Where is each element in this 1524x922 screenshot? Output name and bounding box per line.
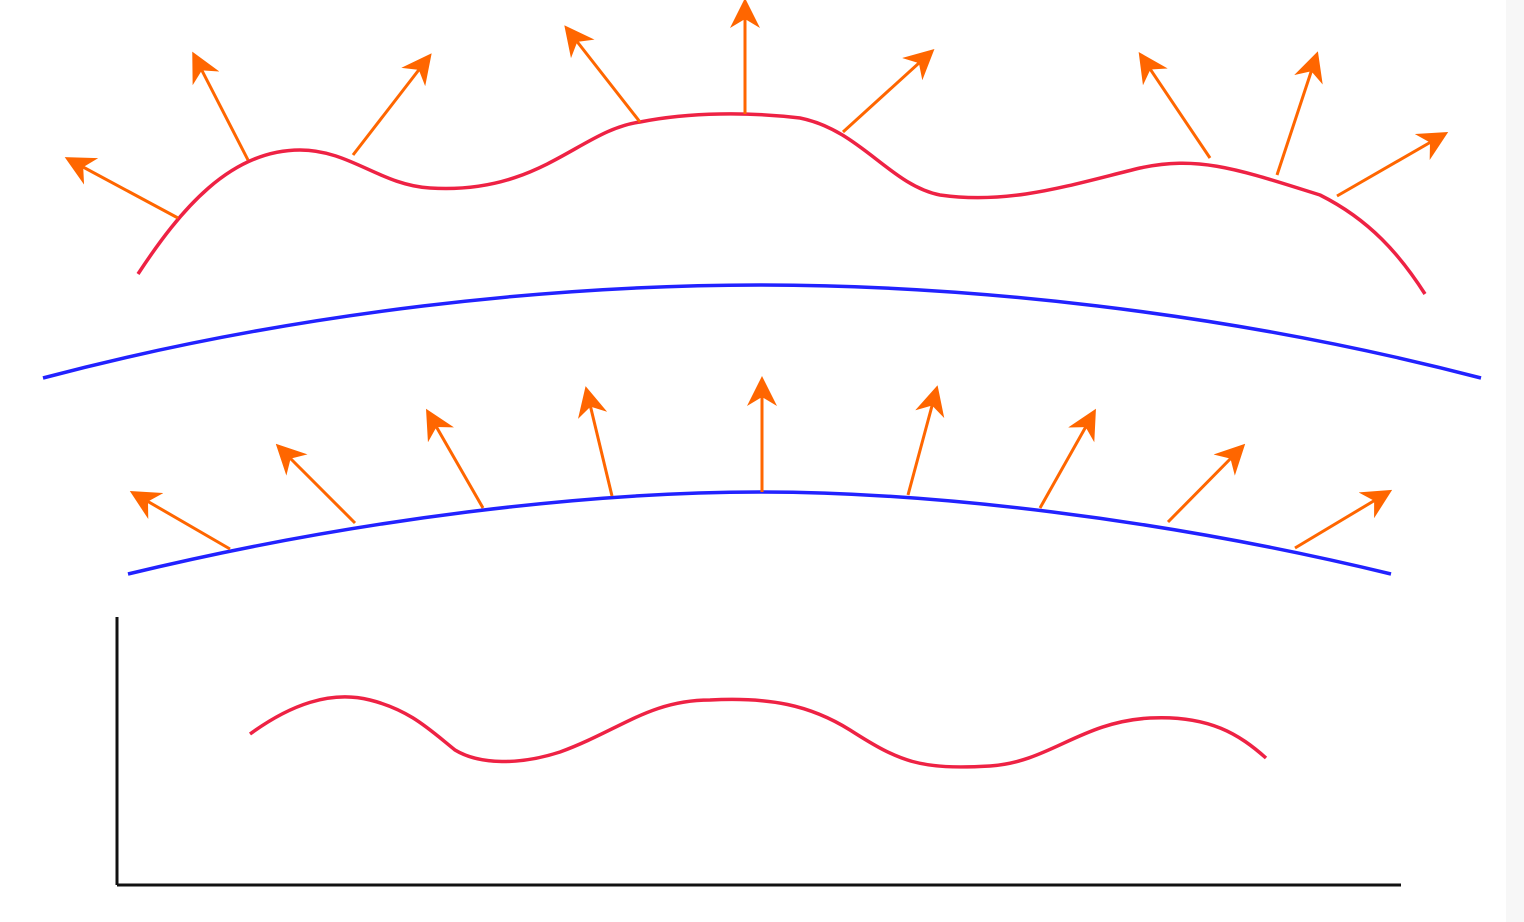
top-displaced-curve xyxy=(136,112,1427,295)
middle-arrows xyxy=(129,376,1393,551)
top-arrow-6 xyxy=(841,48,935,134)
middle-arrow-9 xyxy=(1294,489,1393,550)
top-arrow-9 xyxy=(1336,132,1449,198)
middle-arrow-6 xyxy=(906,385,945,496)
top-arrow-4 xyxy=(564,25,642,123)
middle-arrow-4 xyxy=(578,386,614,497)
middle-arrow-7 xyxy=(1038,408,1096,509)
middle-arrow-3 xyxy=(426,408,485,509)
top-arrow-8 xyxy=(1275,51,1323,176)
bottom-height-curve xyxy=(248,695,1268,769)
middle-base-curve xyxy=(127,490,1392,576)
top-arrow-2 xyxy=(192,51,250,161)
top-arrows xyxy=(64,0,1449,220)
edge-strip xyxy=(1506,0,1524,922)
bottom-axes xyxy=(115,617,1401,887)
middle-arrow-8 xyxy=(1166,443,1246,524)
top-arrow-3 xyxy=(351,53,432,156)
top-arrow-7 xyxy=(1138,52,1212,159)
middle-arrow-1 xyxy=(129,490,231,551)
top-base-curve xyxy=(42,283,1482,380)
top-arrow-1 xyxy=(64,157,179,220)
middle-arrow-2 xyxy=(275,443,357,525)
